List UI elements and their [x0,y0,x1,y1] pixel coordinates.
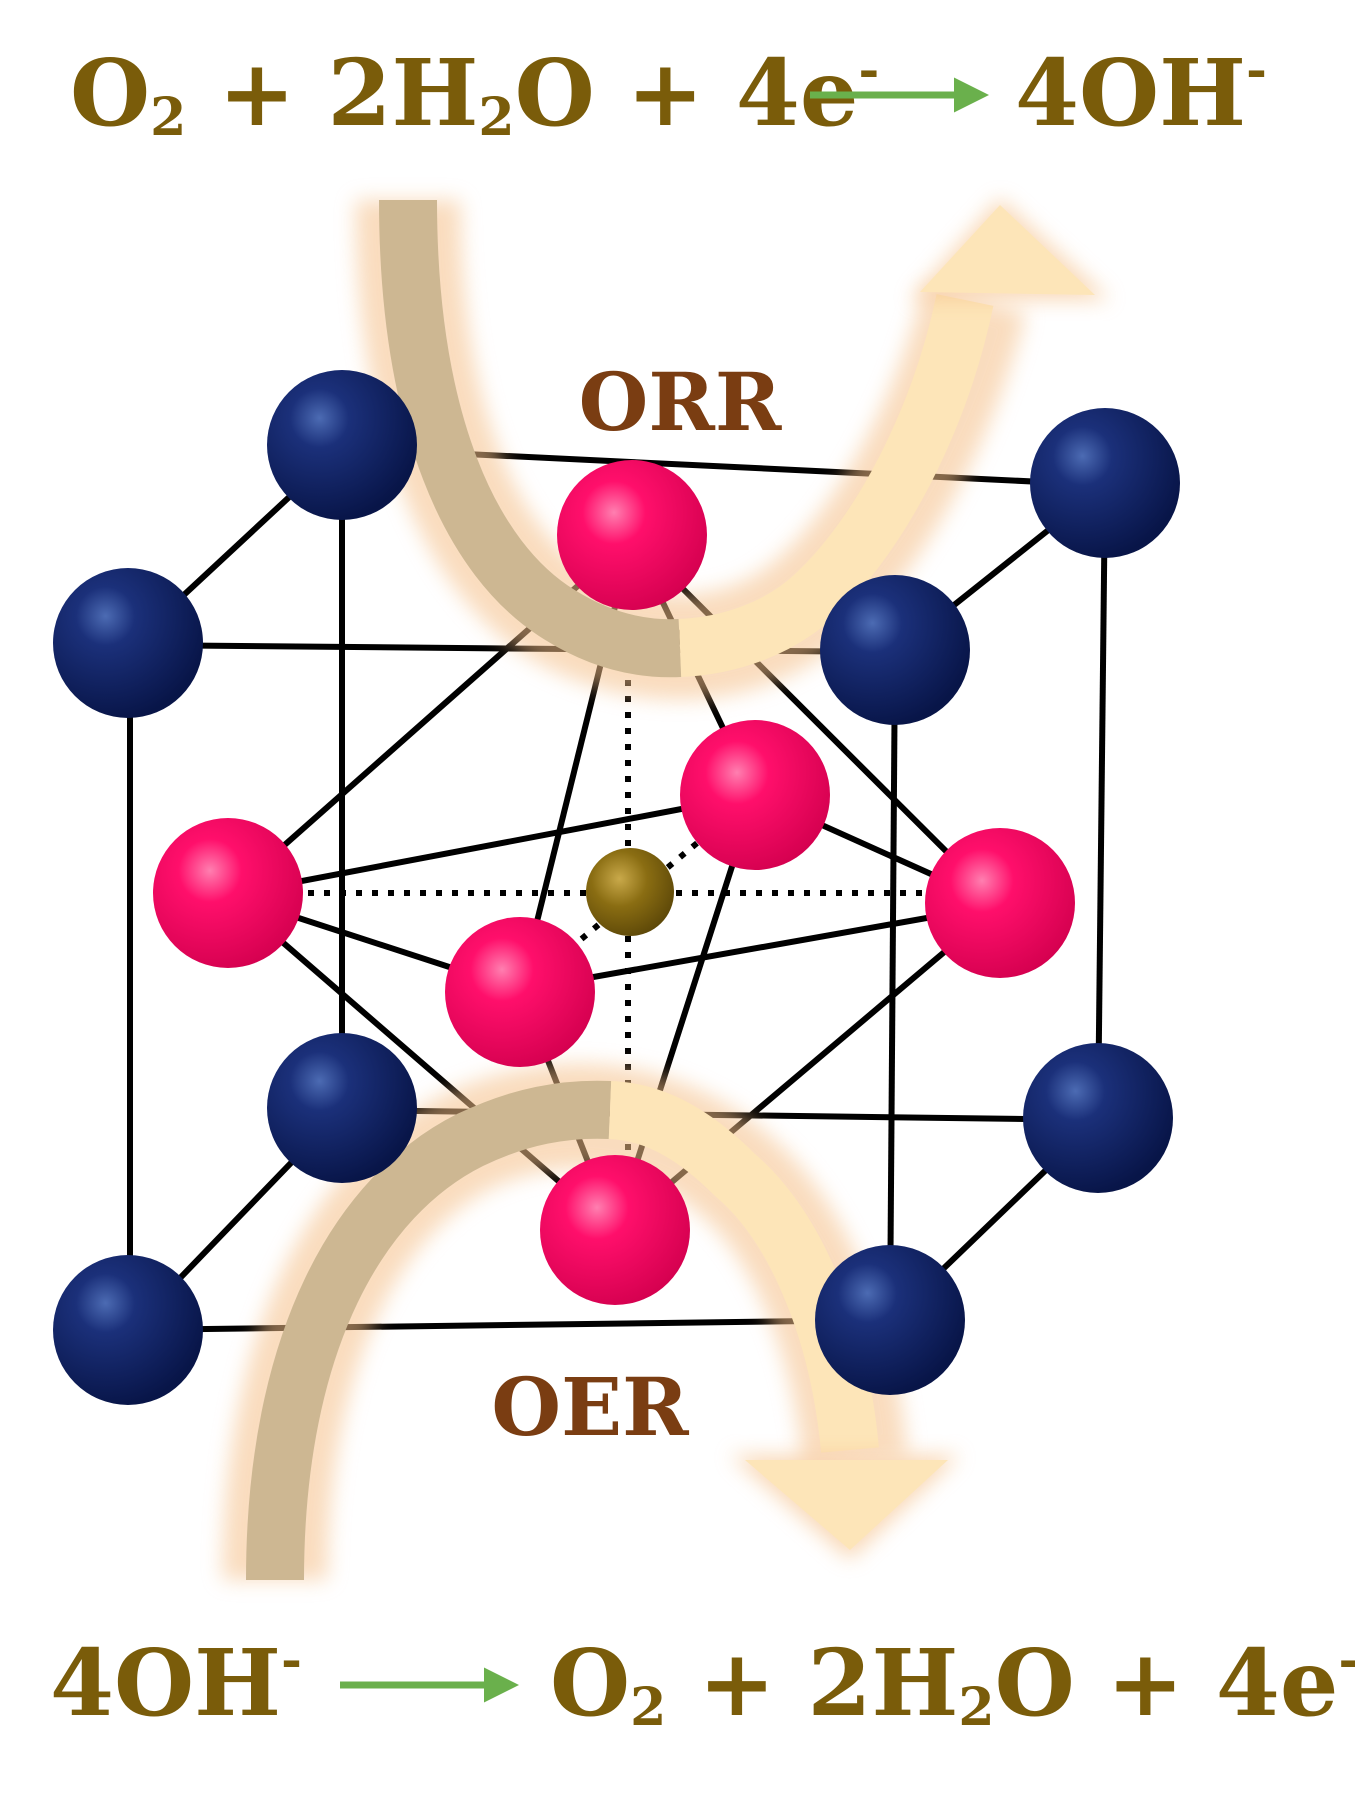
bottom-eq-reactant: 4OH [50,1629,281,1737]
oxygen-atom-bottom [540,1155,690,1305]
bottom-eq-electron-sup: - [1338,1630,1355,1689]
a-site-atom [53,568,203,718]
svg-text:4OH-: 4OH- [50,1629,302,1737]
oxygen-atom-front [445,917,595,1067]
cube-edge [129,1317,891,1333]
bottom-eq-reactant-sup: - [281,1630,302,1689]
a-site-atom [815,1245,965,1395]
orr-arrow-outbound [678,294,994,677]
oer-arrow-head [745,1460,948,1550]
top-eq-product-sup: - [1246,40,1267,99]
top-equation: O2 + 2H2O + 4e- 4OH- [70,39,1267,148]
svg-text:O2 + 2H2O + 4e-: O2 + 2H2O + 4e- [550,1629,1355,1738]
top-eq-o2-sub: 2 [150,87,186,148]
bottom-eq-electrons: O + 4e [995,1629,1339,1737]
top-eq-water-sub: 2 [478,87,514,148]
bond [519,902,1001,993]
a-site-atom [820,575,970,725]
bond [226,892,617,1233]
bottom-equation: 4OH- O2 + 2H2O + 4e- [50,1629,1355,1738]
orr-arrow-inbound [379,199,682,678]
top-eq-electron-sup: - [858,40,879,99]
svg-text:O2 + 2H2O + 4e-: O2 + 2H2O + 4e- [70,39,879,148]
oxygen-atom-top [557,460,707,610]
orr-arrow-head [920,205,1095,295]
top-eq-o2: O [70,39,150,147]
oer-flow-arrow [222,1063,960,1581]
a-site-atom [1023,1043,1173,1193]
cube-edge [887,651,898,1321]
a-site-atom [267,1033,417,1183]
oer-arrow-inbound [246,1080,612,1581]
a-site-atom [1030,408,1180,558]
oer-label: OER [491,1360,689,1454]
oxygen-atom-right [925,828,1075,978]
top-eq-electrons: O + 4e [515,39,859,147]
orr-label: ORR [579,355,782,449]
top-eq-product: 4OH [1015,39,1246,147]
a-site-atom [53,1255,203,1405]
bottom-eq-water-sub: 2 [958,1677,994,1738]
oxygen-atom-left [153,818,303,968]
oxygen-atom-back [680,720,830,870]
top-eq-water-h: + 2H [186,39,478,147]
bottom-eq-o2: O [550,1629,630,1737]
svg-text:4OH-: 4OH- [1015,39,1267,147]
a-site-atom [267,370,417,520]
bottom-eq-o2-sub: 2 [630,1677,666,1738]
cube-edge [1095,484,1108,1121]
bottom-eq-water-h: + 2H [666,1629,958,1737]
b-site-atom [586,848,674,936]
bond [227,792,756,898]
orr-flow-arrow [355,198,1110,700]
